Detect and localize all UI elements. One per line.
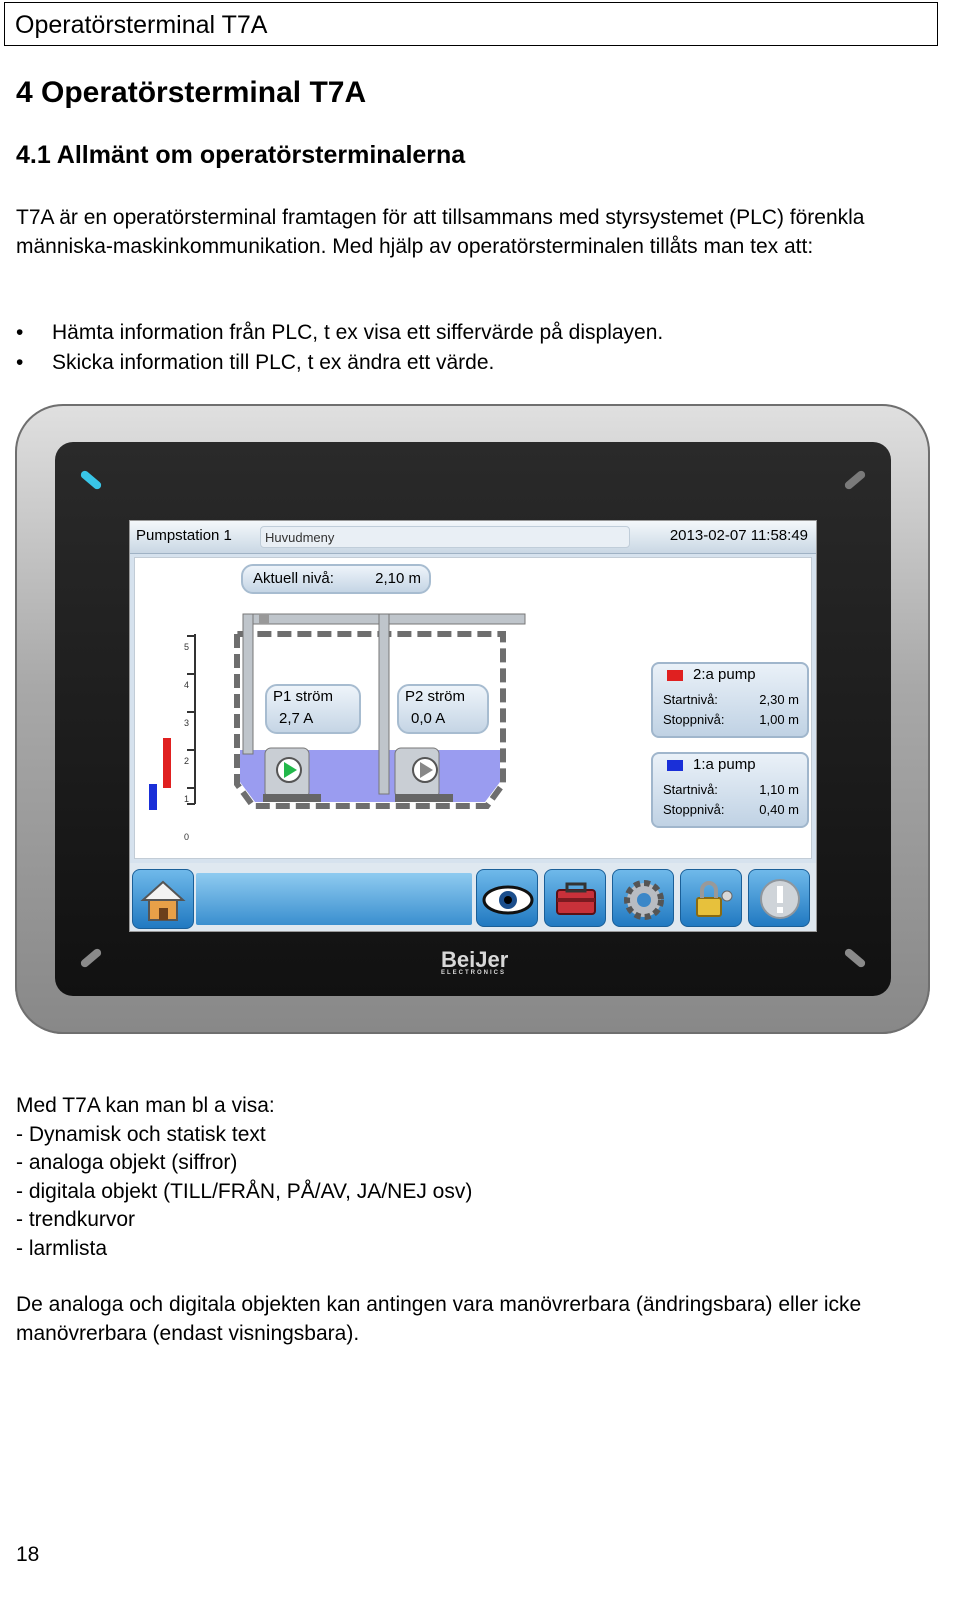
home-button[interactable] xyxy=(132,869,194,929)
tools-button[interactable] xyxy=(544,869,606,927)
capabilities-list: Med T7A kan man bl a visa: - Dynamisk oc… xyxy=(16,1092,472,1263)
pump1-card[interactable]: 1:a pump Startnivå: 1,10 m Stoppnivå: 0,… xyxy=(651,752,809,828)
station-name: Pumpstation 1 xyxy=(136,527,232,544)
hmi-screen: Pumpstation 1 Huvudmeny 2013-02-07 11:58… xyxy=(129,520,817,932)
status-led-icon xyxy=(79,469,103,491)
pump1-title: 1:a pump xyxy=(693,756,756,773)
pump2-color-icon xyxy=(667,670,683,681)
datetime: 2013-02-07 11:58:49 xyxy=(669,527,808,544)
scale-tick: 2 xyxy=(183,756,189,766)
pump2-title: 2:a pump xyxy=(693,666,756,683)
level-scale: 5 4 3 2 1 0 xyxy=(177,628,189,856)
bullet-item: Skicka information till PLC, t ex ändra … xyxy=(16,348,663,378)
scale-tick: 1 xyxy=(183,794,189,804)
pump2-stop-value: 1,00 m xyxy=(759,712,799,727)
p2-current-display: P2 ström 0,0 A xyxy=(397,684,489,734)
navbar-spacer xyxy=(196,873,472,925)
capability-item: - trendkurvor xyxy=(16,1208,136,1231)
p2-value: 0,0 A xyxy=(411,710,446,727)
scale-tick: 0 xyxy=(183,832,189,842)
scale-tick: 3 xyxy=(183,718,189,728)
gear-icon xyxy=(624,880,664,920)
menu-name: Huvudmeny xyxy=(260,526,630,548)
start-level-bar xyxy=(149,784,157,810)
scale-tick: 4 xyxy=(183,680,189,690)
corner-mark-icon xyxy=(79,947,103,969)
running-header: Operatörsterminal T7A xyxy=(4,2,938,46)
alarm-button[interactable] xyxy=(748,869,810,927)
capabilities-intro: Med T7A kan man bl a visa: xyxy=(16,1094,275,1117)
eye-icon xyxy=(482,885,534,915)
bullet-list: Hämta information från PLC, t ex visa et… xyxy=(16,318,663,378)
screen-navbar xyxy=(130,863,816,931)
toolbox-icon xyxy=(556,882,596,915)
bullet-item: Hämta information från PLC, t ex visa et… xyxy=(16,318,663,348)
capability-item: - analoga objekt (siffror) xyxy=(16,1151,238,1174)
pump1-color-icon xyxy=(667,760,683,771)
stop-level-bar xyxy=(163,738,171,788)
p1-value: 2,7 A xyxy=(279,710,314,727)
screen-titlebar: Pumpstation 1 Huvudmeny 2013-02-07 11:58… xyxy=(130,521,816,554)
pump1-start-value: 1,10 m xyxy=(759,782,799,797)
capability-item: - digitala objekt (TILL/FRÅN, PÅ/AV, JA/… xyxy=(16,1179,473,1203)
lock-keys-icon xyxy=(696,881,733,917)
pump2-start-label: Startnivå: xyxy=(663,692,718,707)
alarm-icon xyxy=(760,879,800,919)
home-icon xyxy=(140,880,186,921)
outro-paragraph: De analoga och digitala objekten kan ant… xyxy=(16,1293,862,1345)
view-button[interactable] xyxy=(476,869,538,927)
pump2-start-value: 2,30 m xyxy=(759,692,799,707)
level-display: Aktuell nivå: 2,10 m xyxy=(241,564,431,594)
capability-item: - Dynamisk och statisk text xyxy=(16,1122,266,1146)
pump-running-icon xyxy=(284,762,297,778)
scale-tick: 5 xyxy=(183,642,189,652)
pump-stopped-icon xyxy=(420,762,433,778)
pump1-stop-label: Stoppnivå: xyxy=(663,802,725,817)
pump2-card[interactable]: 2:a pump Startnivå: 2,30 m Stoppnivå: 1,… xyxy=(651,662,809,738)
process-view: Aktuell nivå: 2,10 m xyxy=(134,557,812,859)
login-button[interactable] xyxy=(680,869,742,927)
chapter-heading: 4 Operatörsterminal T7A xyxy=(16,76,367,109)
corner-mark-icon xyxy=(843,469,867,491)
page-number: 18 xyxy=(16,1543,40,1566)
capability-item: - larmlista xyxy=(16,1236,108,1260)
p2-label: P2 ström xyxy=(405,688,466,705)
corner-mark-icon xyxy=(843,947,867,969)
pump1-stop-value: 0,40 m xyxy=(759,802,799,817)
p1-current-display: P1 ström 2,7 A xyxy=(265,684,361,734)
tank-diagram xyxy=(149,613,526,810)
settings-button[interactable] xyxy=(612,869,674,927)
brand-sub: ELECTRONICS xyxy=(441,970,507,976)
p1-label: P1 ström xyxy=(273,688,334,705)
level-label: Aktuell nivå: xyxy=(253,570,334,587)
pump2-stop-label: Stoppnivå: xyxy=(663,712,725,727)
pump1-start-label: Startnivå: xyxy=(663,782,718,797)
brand-name: BeiJer xyxy=(441,947,509,972)
intro-paragraph: T7A är en operatörsterminal framtagen fö… xyxy=(16,206,865,258)
section-heading: 4.1 Allmänt om operatörsterminalerna xyxy=(16,141,466,169)
level-value: 2,10 m xyxy=(375,570,421,587)
